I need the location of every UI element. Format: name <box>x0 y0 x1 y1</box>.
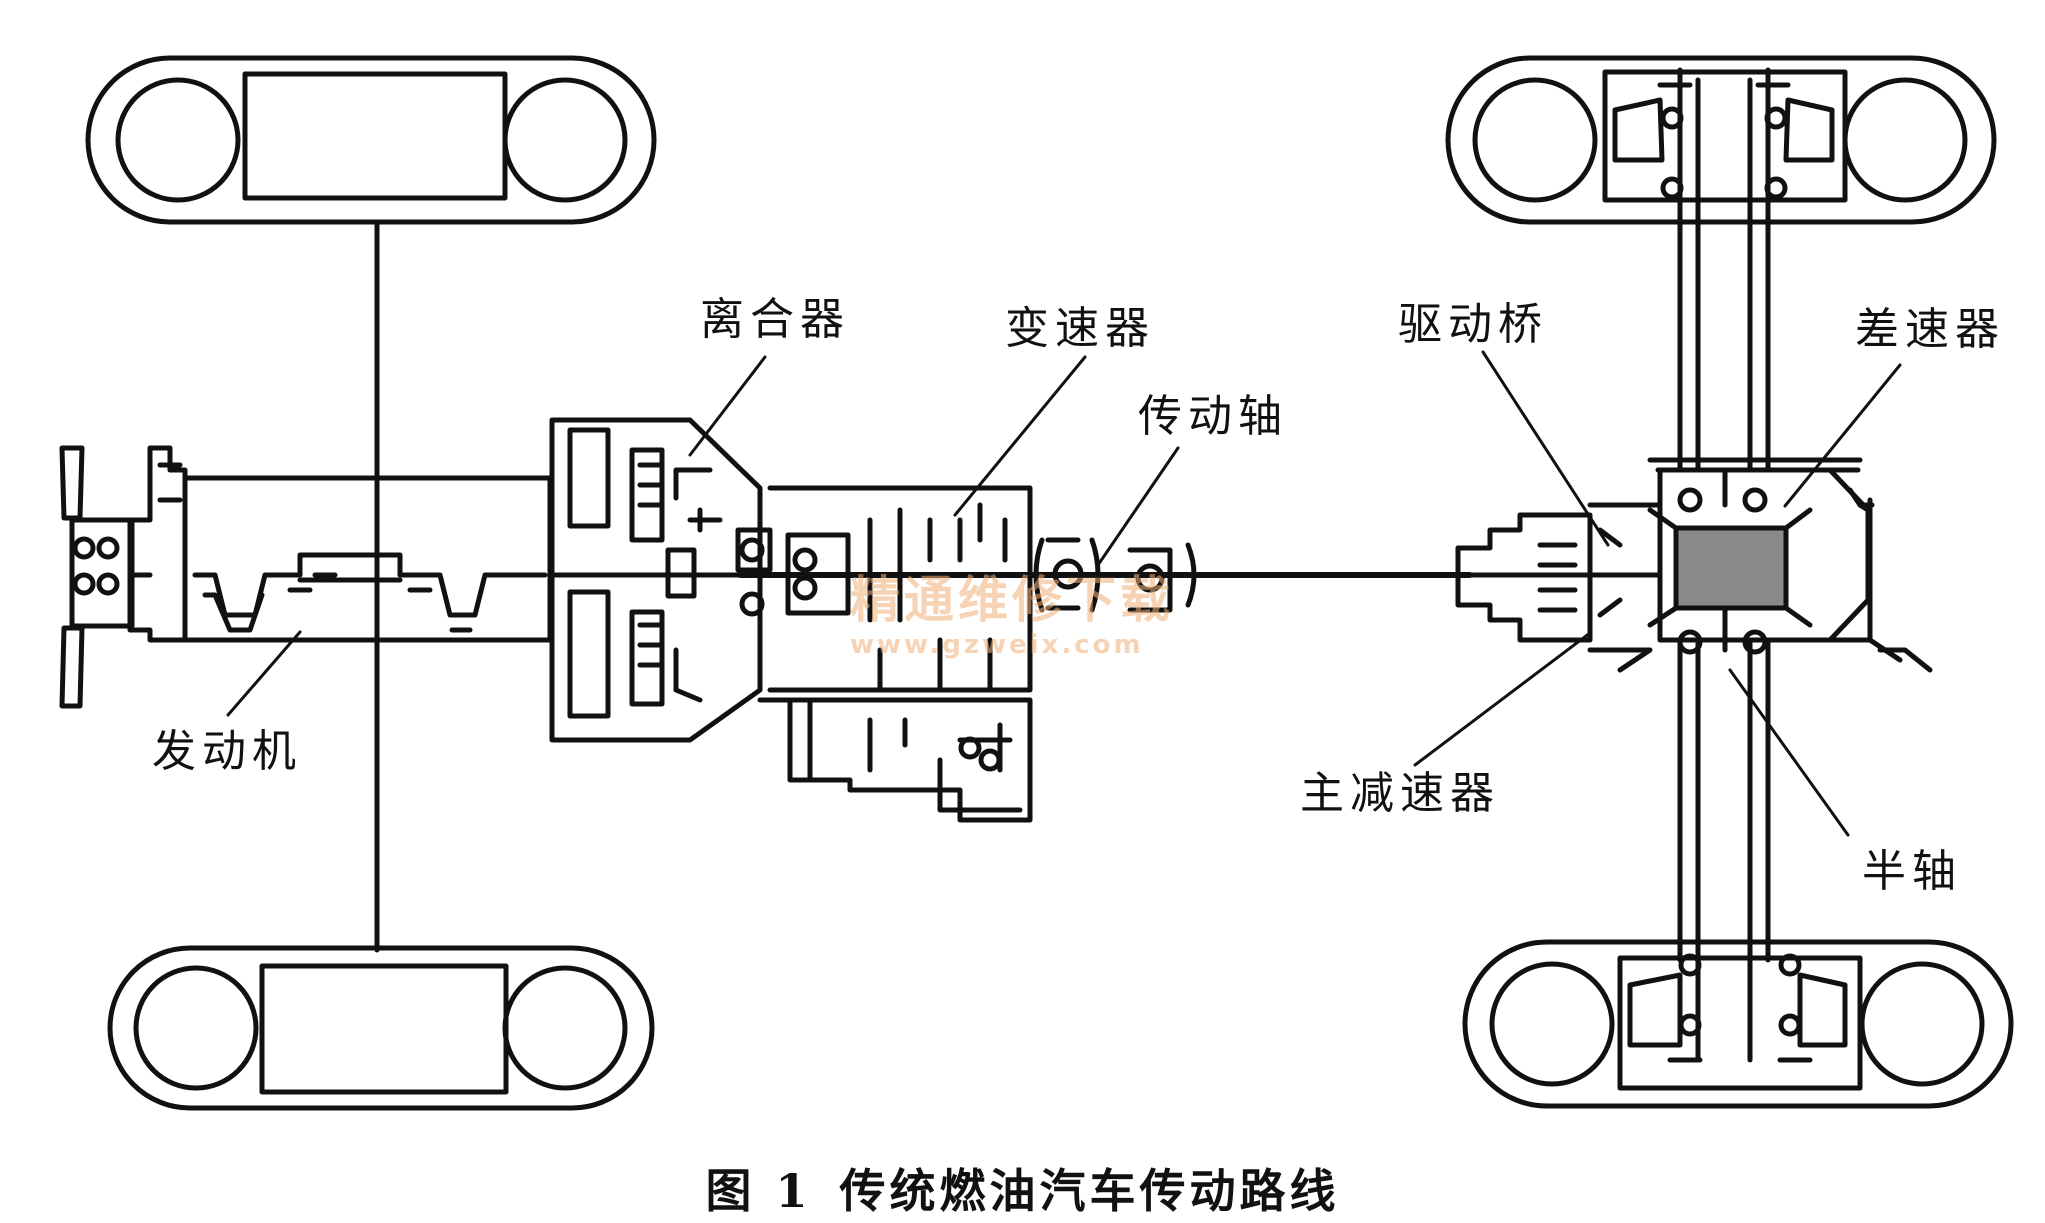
differential-housing <box>1647 467 1933 673</box>
drive-shaft-label: 传动轴 <box>1138 391 1288 442</box>
rear-top-wheel <box>1445 55 1997 225</box>
final-drive-leader <box>1413 631 1592 767</box>
gearbox <box>735 485 1033 823</box>
engine-label: 发动机 <box>152 726 302 777</box>
drive-axle-label: 驱动桥 <box>1398 299 1548 350</box>
rear-universal-joint <box>1127 542 1197 613</box>
front-bottom-wheel <box>107 945 655 1111</box>
rear-top-hub <box>1612 82 1835 200</box>
final-drive <box>1455 502 1663 673</box>
watermark-url: www.gzweix.com <box>850 630 1144 660</box>
gearbox-leader <box>953 355 1087 517</box>
drive-shaft-leader <box>1096 446 1180 567</box>
final-drive-label: 主减速器 <box>1300 768 1500 819</box>
differential-leader <box>1783 363 1902 508</box>
fan-icon <box>59 445 153 709</box>
rear-bottom-hub <box>1627 953 1848 1063</box>
clutch-leader <box>688 355 767 457</box>
watermark-text: 精通维修下载 <box>850 571 1174 629</box>
engine-block <box>127 445 553 643</box>
rear-bottom-wheel <box>1462 939 2014 1109</box>
clutch-housing <box>549 417 763 743</box>
differential-label: 差速器 <box>1855 304 2005 355</box>
engine-leader <box>226 630 302 717</box>
gearbox-label: 变速器 <box>1005 303 1155 354</box>
half-shaft-label: 半轴 <box>1862 846 1962 897</box>
figure-number: 图 1 <box>705 1164 812 1218</box>
figure-title: 传统燃油汽车传动路线 <box>839 1164 1340 1218</box>
front-top-wheel <box>85 55 657 225</box>
front-universal-joint <box>1033 537 1101 613</box>
leader-lines <box>226 350 1902 837</box>
drive-axle-leader <box>1481 350 1610 547</box>
half-shaft-leader <box>1728 668 1850 837</box>
clutch-label: 离合器 <box>700 294 850 345</box>
drive-axle-tubes <box>1647 67 1873 1063</box>
